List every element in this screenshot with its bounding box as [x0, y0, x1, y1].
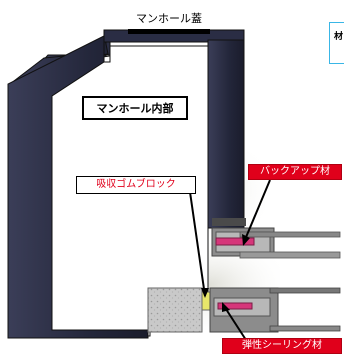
- leader-rubber-block: [189, 191, 206, 297]
- leader-sealing-arrow: [222, 302, 230, 312]
- pipe-upper: [239, 231, 341, 238]
- sealing-material-strip: [217, 302, 253, 310]
- lower-concrete-block: [147, 287, 203, 333]
- side-note-text: 材: [334, 32, 344, 42]
- backup-material-strip: [215, 237, 255, 246]
- side-note-box: 材: [329, 22, 344, 64]
- leader-backup: [243, 179, 271, 243]
- absorbing-rubber-block-label: 吸収ゴムブロック: [76, 176, 196, 194]
- backup-material-label: バックアップ材: [248, 164, 342, 180]
- right-wall: [207, 39, 245, 229]
- manhole-cover-label: マンホール蓋: [136, 11, 202, 25]
- pipe-lower: [269, 287, 341, 294]
- leader-backup-arrow: [242, 234, 250, 246]
- joint-upper-concrete: [212, 218, 246, 226]
- manhole-cover-plate: [128, 29, 210, 34]
- pipe-upper-2: [239, 251, 341, 259]
- leader-sealing: [223, 305, 247, 341]
- elastic-sealing-material-label: 弾性シーリング材: [222, 338, 342, 354]
- pipe-lower-2: [269, 325, 341, 332]
- leader-rubber-block-arrow: [201, 288, 209, 298]
- manhole-interior-label: マンホール内部: [82, 96, 188, 120]
